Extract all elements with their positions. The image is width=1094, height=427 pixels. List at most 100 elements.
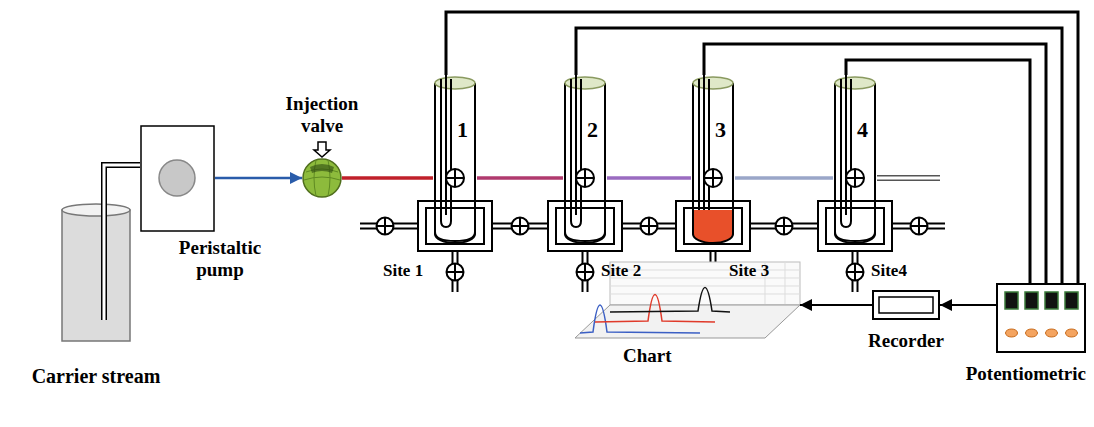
sample-cup <box>435 210 475 243</box>
electrode-wire <box>575 75 577 215</box>
connector <box>607 178 691 179</box>
node-label: Carrier stream <box>32 365 161 388</box>
connector <box>215 178 302 179</box>
cross-connector <box>446 169 464 187</box>
valve-handle <box>310 164 334 173</box>
carrier-beaker-outline <box>60 200 132 345</box>
node-label: Site 3 <box>729 261 769 281</box>
potentiometer-box: Potentiometric <box>996 283 1086 353</box>
valve-symbol <box>847 264 864 281</box>
flow-line <box>940 304 996 306</box>
flow-line <box>735 176 833 180</box>
sample-site-outline <box>675 200 751 252</box>
cross-connector <box>446 169 464 187</box>
valve-symbol <box>577 264 594 281</box>
tube-bore <box>103 200 106 320</box>
meter-knob <box>1066 329 1078 337</box>
site-frame <box>818 201 892 251</box>
meter-knob <box>1026 329 1038 337</box>
electrode-lead <box>704 44 1046 283</box>
node-label: Potentiometric <box>966 363 1086 385</box>
flow-line <box>342 176 433 180</box>
site-frame <box>556 208 614 244</box>
injection-valve-outline <box>302 158 342 198</box>
electrode-cell: 1 <box>433 75 477 242</box>
beaker-body <box>62 210 130 341</box>
connector <box>104 165 140 200</box>
electrode-wire <box>445 75 447 215</box>
valve-symbol <box>641 218 658 235</box>
meter-knob <box>1046 329 1058 337</box>
connector <box>735 178 833 179</box>
node-label: Site4 <box>871 261 907 281</box>
tube-bore <box>877 177 940 180</box>
sample-site: Site 3 <box>675 200 751 252</box>
down-arrow <box>314 142 330 157</box>
beaker-rim <box>62 204 130 216</box>
connector <box>940 305 996 306</box>
tube-wall <box>877 175 940 181</box>
electrode-cell: 2 <box>563 75 607 242</box>
pump-rotor <box>159 160 195 196</box>
injection-arrow <box>314 142 330 157</box>
valve-symbol <box>776 218 793 235</box>
node-label: Site 2 <box>601 261 641 281</box>
site-frame <box>426 208 484 244</box>
site-frame <box>418 201 492 251</box>
connector <box>477 178 563 179</box>
cross-connector <box>576 169 594 187</box>
site-frame <box>826 208 884 244</box>
flow-line <box>607 176 691 180</box>
connector <box>446 12 1078 283</box>
node-label: 1 <box>457 117 468 142</box>
site-frame <box>676 201 750 251</box>
node-label: Injection valve <box>272 93 372 137</box>
recorder-case <box>873 291 939 319</box>
sample-site-outline <box>547 200 623 252</box>
node-label: Chart <box>623 345 672 367</box>
cross-connector <box>704 169 722 187</box>
flow-line <box>215 177 302 180</box>
node-label: 4 <box>857 117 868 142</box>
connector <box>342 178 433 179</box>
tube-wall <box>101 200 107 320</box>
peak-trace <box>610 288 730 313</box>
flow-line <box>800 304 872 306</box>
electrode-wire <box>703 75 705 215</box>
sample-cup <box>835 210 875 243</box>
sample-site: Site 2 <box>547 200 623 252</box>
node-label: Recorder <box>868 330 944 352</box>
peristaltic-pump-outline <box>140 125 215 232</box>
potentiometer-box-outline <box>996 283 1086 353</box>
valve-symbol <box>377 218 394 235</box>
sample-cup <box>693 210 733 243</box>
tube-bore <box>104 165 140 200</box>
carrier-beaker: Carrier stream <box>60 200 132 345</box>
valve-grid <box>304 160 340 196</box>
cross-connector <box>846 169 864 187</box>
site-frame <box>548 201 622 251</box>
meter-display <box>1005 292 1018 309</box>
flow-line <box>477 176 563 180</box>
meter-knob <box>1006 329 1018 337</box>
meter-display <box>1065 292 1078 309</box>
chart-output: Chart <box>565 262 800 372</box>
chart-plot <box>575 262 800 338</box>
injection-valve: Injection valve <box>302 158 342 198</box>
recorder-box-outline <box>872 290 940 320</box>
electrode-cell: 4 <box>833 75 877 242</box>
sample-site: Site 1 <box>417 200 493 252</box>
recorder-window <box>879 297 933 313</box>
chart-output-outline <box>565 262 800 372</box>
node-label: 2 <box>587 117 598 142</box>
electrode-lead <box>846 60 1030 283</box>
node-label: Peristaltic pump <box>165 237 275 281</box>
valve-symbol <box>512 218 529 235</box>
site-frame <box>684 208 742 244</box>
electrode-cell-outline <box>563 75 607 242</box>
peristaltic-pump: Peristaltic pump <box>140 125 215 232</box>
electrode-cell-outline <box>833 75 877 242</box>
cross-connector <box>576 169 594 187</box>
sample-site-outline <box>817 200 893 252</box>
meter-display <box>1025 292 1038 309</box>
